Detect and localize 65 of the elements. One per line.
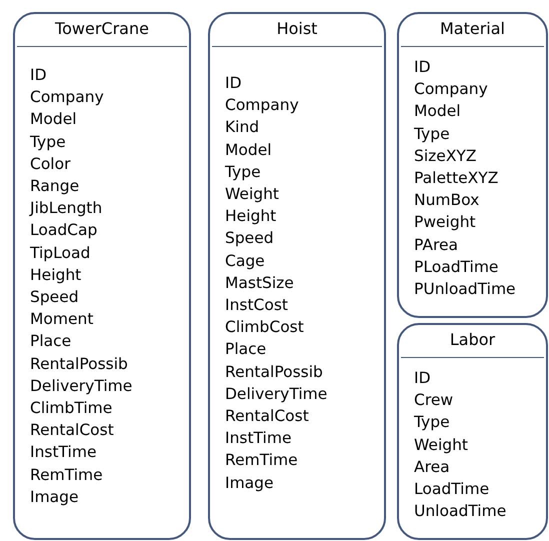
table-box (208, 12, 386, 540)
field-name: ID (225, 73, 242, 94)
field-name: DeliveryTime (225, 384, 328, 405)
field-name: InstTime (225, 428, 292, 450)
field-name: Weight (225, 184, 280, 206)
field-name: DeliveryTime (30, 376, 132, 397)
field-name: RentalPossib (225, 362, 323, 383)
table-header: Hoist (212, 14, 382, 47)
table-box (397, 12, 548, 318)
field-name: Speed (30, 287, 79, 308)
field-name: ClimbCost (225, 317, 304, 338)
field-name: Company (30, 87, 104, 108)
field-name: Kind (225, 117, 260, 138)
field-name: ID (414, 368, 431, 389)
field-name: RemTime (225, 450, 298, 472)
field-name: RentalCost (30, 420, 114, 442)
field-name: JibLength (30, 198, 102, 220)
field-name: Model (414, 101, 461, 122)
field-name: Cage (225, 250, 265, 272)
field-name: UnloadTime (414, 501, 506, 522)
field-name: Range (30, 176, 80, 198)
field-name: Company (225, 95, 299, 116)
field-name: ClimbTime (30, 398, 112, 420)
field-name: Type (225, 162, 261, 183)
table-box (13, 12, 191, 540)
field-name: Model (30, 109, 77, 130)
field-name: Place (30, 331, 72, 352)
field-name: TipLoad (30, 242, 90, 264)
field-name: Type (414, 124, 450, 145)
field-name: MastSize (225, 272, 294, 294)
field-name: Place (225, 339, 266, 360)
field-name: LoadTime (414, 479, 490, 500)
field-name: PArea (414, 234, 458, 256)
table-header: Material (401, 14, 544, 47)
field-name: SizeXYZ (414, 146, 477, 167)
table-header: Labor (401, 325, 544, 358)
field-name: RentalPossib (30, 354, 128, 375)
field-name: Company (414, 79, 488, 100)
field-name: Area (414, 456, 450, 478)
field-name: Type (30, 132, 66, 153)
field-name: LoadCap (30, 220, 98, 242)
field-name: InstTime (30, 442, 96, 464)
field-name: Speed (225, 228, 274, 250)
field-name: Moment (30, 309, 94, 330)
field-name: RentalCost (225, 406, 309, 428)
field-name: Crew (414, 390, 454, 412)
field-name: Type (414, 412, 450, 434)
field-name: Image (225, 472, 274, 494)
field-name: Image (30, 486, 79, 508)
field-name: ID (30, 65, 47, 86)
field-name: PaletteXYZ (414, 168, 498, 190)
field-name: Height (225, 206, 276, 228)
field-name: PUnloadTime (414, 279, 516, 300)
field-name: Weight (414, 434, 468, 456)
field-name: ID (414, 57, 431, 78)
table-box (397, 323, 548, 540)
field-name: Height (30, 264, 82, 286)
field-name: PLoadTime (414, 256, 498, 278)
field-name: NumBox (414, 190, 480, 212)
field-name: InstCost (225, 295, 288, 316)
field-name: RemTime (30, 464, 103, 486)
field-name: Model (225, 140, 272, 161)
field-name: Pweight (414, 212, 476, 234)
table-header: TowerCrane (17, 14, 187, 47)
field-name: Color (30, 154, 70, 175)
